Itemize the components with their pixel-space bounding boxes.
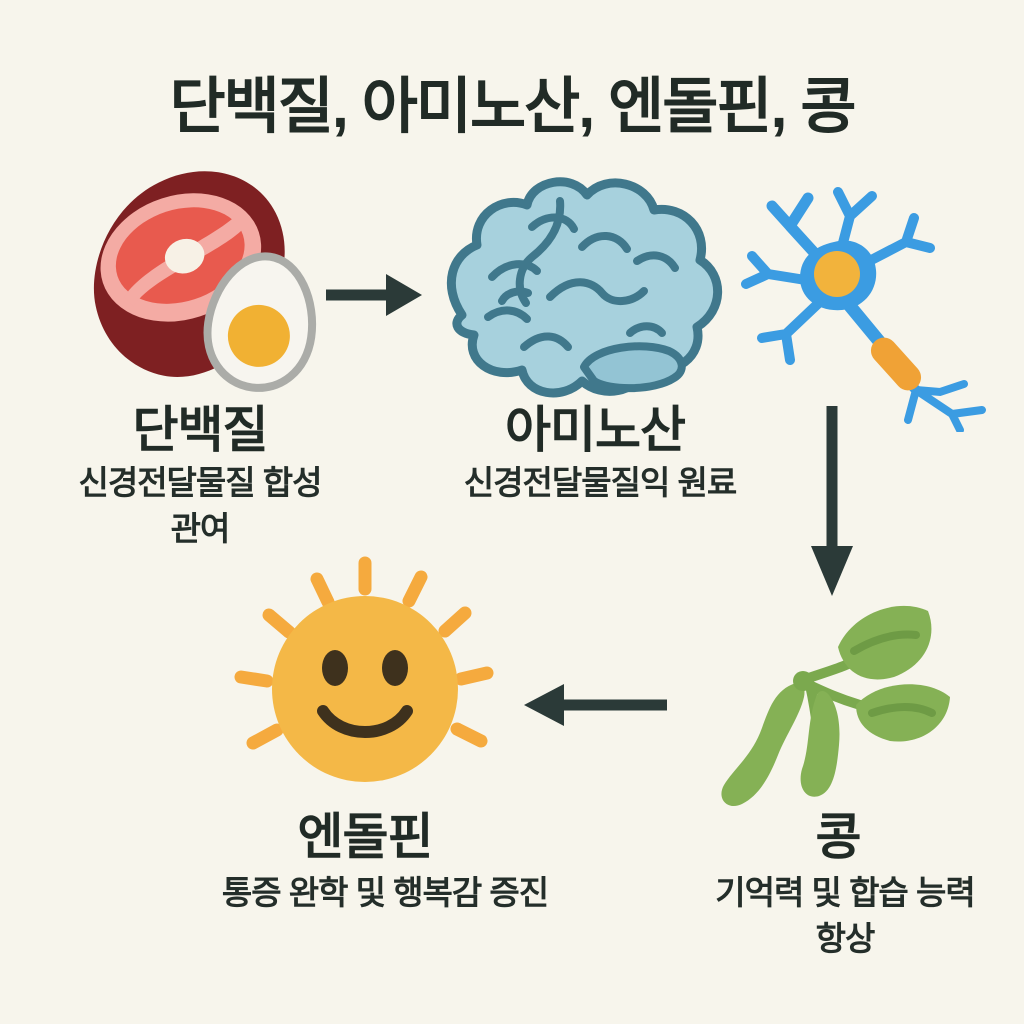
amino-acid-description: 신경전달물질익 원료 (400, 460, 800, 506)
protein-description: 신경전달물질 합성 관여 (20, 460, 380, 551)
bean-description: 기억력 및 합습 능력 항상 (660, 870, 1024, 961)
arrow-protein-to-amino-icon (326, 274, 422, 316)
amino-acid-description-line: 신경전달물질익 원료 (463, 464, 737, 501)
endorphin-description: 통증 완학 및 행복감 증진 (170, 870, 600, 916)
arrow-neuron-to-bean-icon (811, 406, 853, 596)
sun-smiley-icon (234, 556, 494, 782)
bean-description-line: 항상 (815, 919, 876, 957)
protein-label: 단백질 (132, 402, 269, 458)
arrow-bean-to-endorphin-icon (524, 684, 667, 726)
amino-acid-label: 아미노산 (505, 402, 686, 458)
protein-description-line: 신경전달물질 합성 (78, 464, 322, 501)
endorphin-description-line: 통증 완학 및 행복감 증진 (221, 874, 549, 911)
neuron-icon (741, 187, 986, 432)
soybean-icon (721, 605, 950, 807)
bean-label: 콩 (815, 809, 862, 865)
endorphin-label: 엔돌핀 (297, 809, 434, 865)
brain-icon (446, 177, 723, 398)
steak-and-egg-icon (93, 171, 317, 392)
protein-description-line: 관여 (170, 509, 231, 547)
bean-description-line: 기억력 및 합습 능력 (715, 874, 975, 911)
page-title: 단백질, 아미노산, 엔돌핀, 콩 (169, 72, 856, 140)
